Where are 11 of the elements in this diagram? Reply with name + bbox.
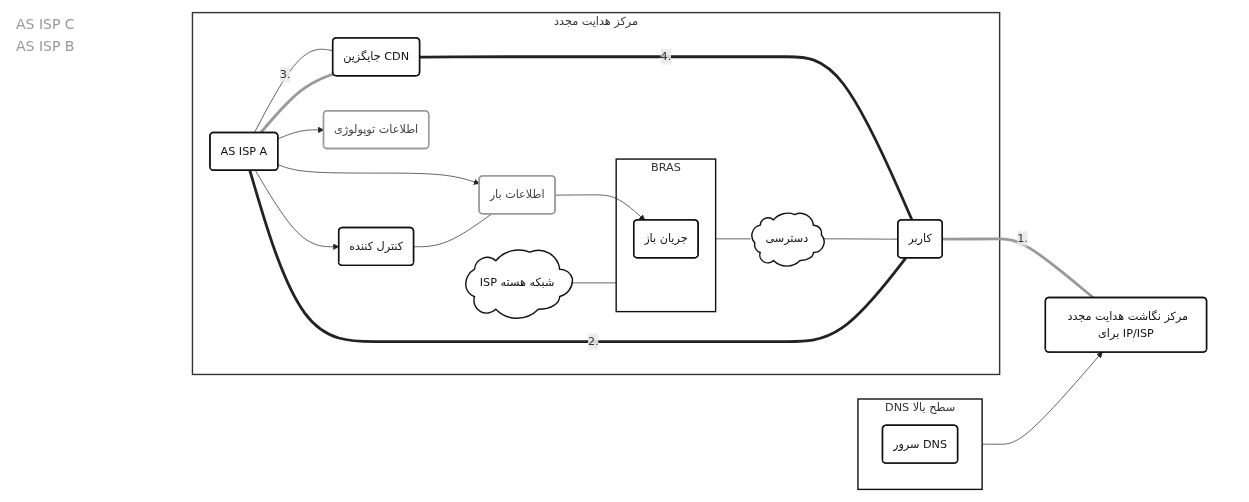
network-label: AS ISP B bbox=[16, 38, 76, 54]
network-label: AS ISP C bbox=[16, 16, 76, 32]
edge-label: 3. bbox=[279, 67, 291, 81]
edge-label: 4. bbox=[660, 49, 672, 64]
connector bbox=[254, 48, 334, 134]
connector bbox=[259, 72, 334, 134]
edge-label: 2. bbox=[587, 334, 599, 348]
connector bbox=[413, 213, 492, 248]
edge-label: 1. bbox=[1017, 231, 1028, 246]
connector bbox=[715, 238, 751, 240]
connector bbox=[942, 237, 1095, 299]
